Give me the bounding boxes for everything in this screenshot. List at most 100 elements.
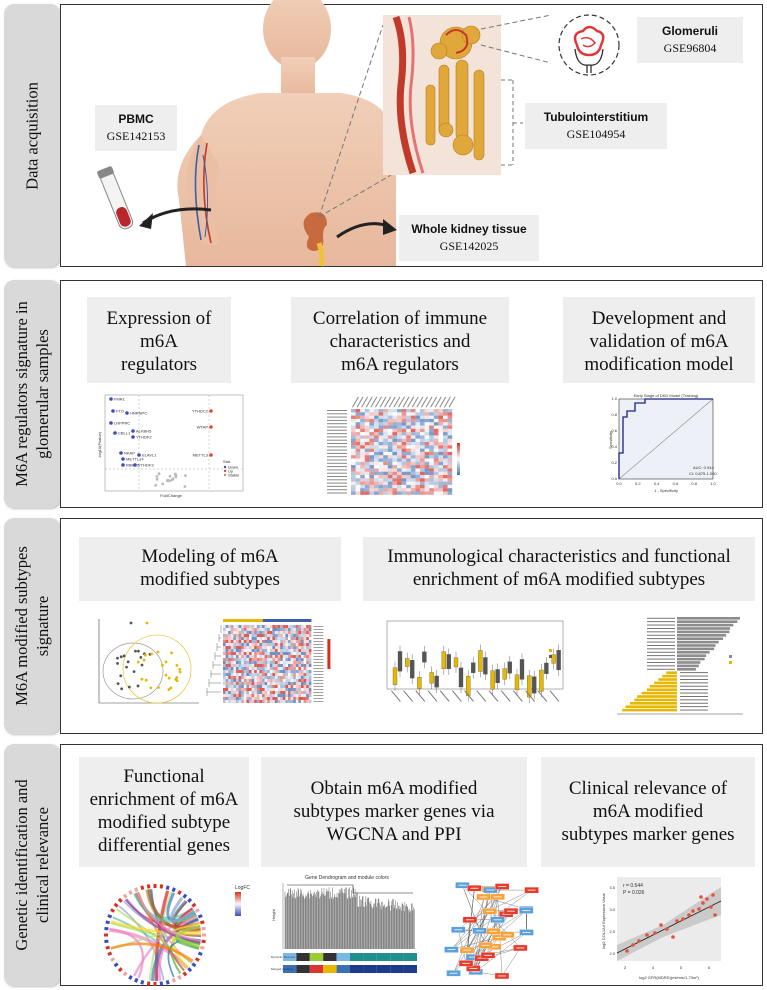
subtypes-panel: Modeling of m6A modified subtypes Immuno…: [60, 518, 763, 734]
heatmap-cell: [238, 664, 242, 667]
heatmap-cell: [228, 643, 231, 646]
heatmap-colorbar: [457, 455, 460, 458]
ppi-edge: [472, 919, 498, 958]
heatmap-cell: [243, 667, 247, 670]
boxplot-xlabel: [439, 690, 450, 702]
heatmap-cell: [406, 491, 411, 495]
heatmap-cell: [369, 435, 374, 439]
scatter-point: [645, 933, 649, 937]
heatmap-cell: [288, 658, 291, 661]
heatmap-cell: [251, 682, 255, 685]
heatmap-cell: [374, 445, 379, 449]
heatmap-colorbar: [457, 468, 460, 471]
heatmap-cell: [251, 700, 255, 703]
heatmap-cell: [374, 409, 379, 413]
heatmap-cell: [254, 625, 257, 628]
heatmap-cell: [243, 628, 247, 631]
heatmap-cell: [236, 664, 239, 667]
title-box-expression: Expression of m6A regulators: [87, 297, 231, 383]
heatmap-cell: [406, 468, 411, 472]
roc-title: Early Stage of DKD Model (Training): [634, 393, 699, 398]
heatmap-cell: [282, 625, 286, 628]
heatmap-cell: [303, 649, 307, 652]
heatmap-cell: [236, 649, 239, 652]
scatter-xtick: 3: [624, 965, 627, 970]
heatmap-cell: [447, 415, 453, 419]
heatmap-cell: [251, 664, 255, 667]
heatmap-cell: [293, 631, 296, 634]
heatmap-row-label: [327, 449, 347, 451]
heatmap-cell: [228, 673, 231, 676]
chord-sector: [117, 897, 123, 903]
heatmap-cell: [301, 676, 304, 679]
boxplot-xlabel: [537, 690, 548, 702]
heatmap-cell: [429, 432, 434, 436]
chord-link: [125, 898, 201, 944]
heatmap-cell: [254, 679, 257, 682]
heatmap-cell: [364, 442, 370, 446]
heatmap-cell: [238, 685, 242, 688]
heatmap-cell: [280, 655, 283, 658]
heatmap-cell: [378, 438, 384, 442]
heatmap-cell: [306, 658, 309, 661]
heatmap-cell: [298, 700, 301, 703]
heatmap-cell: [254, 685, 257, 688]
heatmap-cell: [243, 682, 247, 685]
volcano-point: [113, 431, 117, 435]
heatmap-cell: [246, 628, 249, 631]
heatmap-cell: [277, 625, 281, 628]
heatmap-cell: [225, 676, 229, 679]
ppi-edge: [493, 910, 527, 932]
heatmap-row-label: [327, 443, 347, 444]
heatmap-cell: [233, 667, 236, 670]
heatmap-cell: [433, 471, 439, 475]
heatmap-cell: [406, 455, 411, 459]
heatmap-cell: [282, 688, 286, 691]
volcano-stable-point: [183, 485, 187, 488]
heatmap-cell: [282, 649, 286, 652]
heatmap-cell: [410, 475, 416, 479]
heatmap-cell: [288, 697, 291, 700]
enrichment-term-label: [647, 641, 675, 643]
heatmap-cell: [392, 425, 397, 429]
boxplot-box-subtype1: [478, 650, 483, 672]
heatmap-cell: [397, 435, 402, 439]
heatmap-cell: [424, 468, 430, 472]
heatmap-cell: [387, 438, 393, 442]
heatmap-cell: [369, 458, 374, 462]
heatmap-cell: [401, 478, 407, 482]
heatmap-cell: [351, 488, 356, 492]
heatmap-cell: [275, 658, 278, 661]
heatmap-cell: [269, 688, 273, 691]
heatmap-cell: [298, 667, 301, 670]
heatmap-cell: [254, 652, 257, 655]
heatmap-cell: [254, 670, 257, 673]
heatmap-row-label: [327, 416, 347, 418]
heatmap-cell: [420, 481, 425, 485]
heatmap-cell: [438, 478, 443, 482]
heatmap-cell: [295, 637, 299, 640]
heatmap-cell: [230, 676, 234, 679]
heatmap-cell: [424, 451, 430, 456]
heatmap-cell: [293, 688, 296, 691]
heatmap-cell: [277, 646, 281, 649]
heatmap-cell: [308, 649, 312, 652]
heatmap-dendrogram: [218, 634, 221, 642]
heatmap-cell: [275, 634, 278, 637]
heatmap-cell: [251, 634, 255, 637]
heatmap-col-label: [365, 396, 373, 408]
heatmap-cell: [233, 700, 236, 703]
heatmap-cell: [406, 432, 411, 436]
heatmap-cell: [374, 478, 379, 482]
dataset-code: GSE104954: [566, 127, 626, 141]
heatmap-cell: [233, 688, 236, 691]
heatmap-cell: [282, 697, 286, 700]
heatmap-cell: [308, 682, 312, 685]
heatmap-cell: [282, 634, 286, 637]
heatmap-cell: [378, 478, 384, 482]
heatmap-cell: [249, 697, 252, 700]
wgcna-root: [287, 884, 413, 894]
heatmap-cell: [438, 432, 443, 435]
ppi-node-label: [479, 896, 488, 898]
enrichment-bar-up: [677, 620, 738, 623]
